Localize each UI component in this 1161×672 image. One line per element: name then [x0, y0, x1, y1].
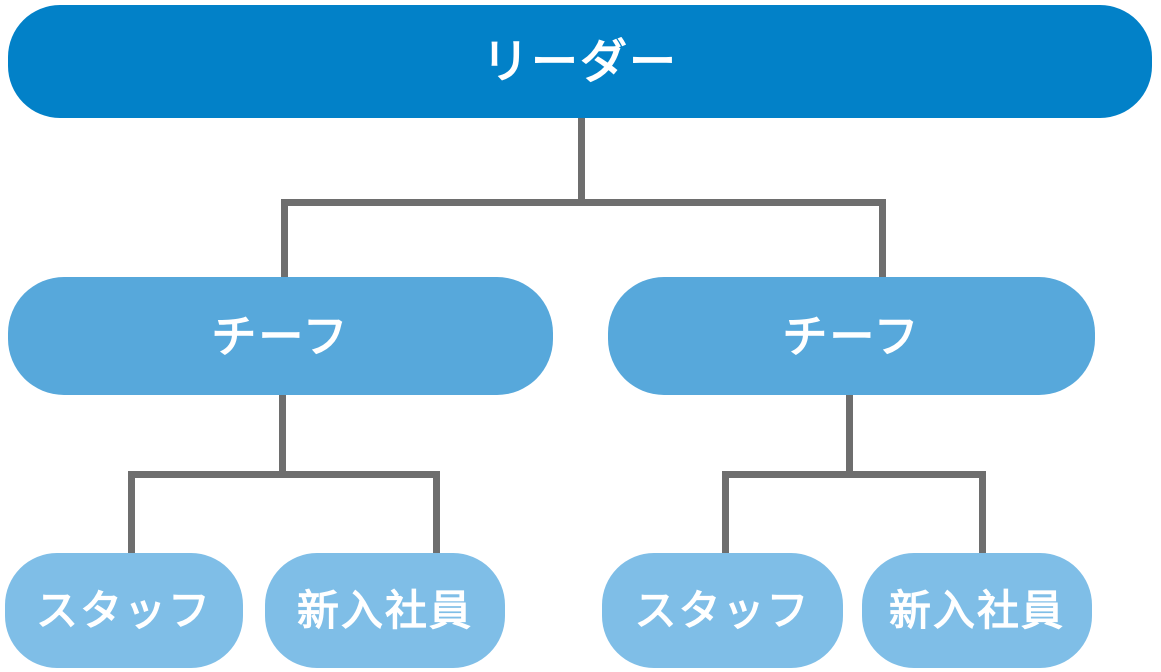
connector-left-drop-1: [128, 471, 135, 556]
connector-left-bracket: [128, 471, 440, 478]
node-chief-right: チーフ: [608, 277, 1095, 395]
connector-left-drop-2: [433, 471, 440, 556]
node-newhire-right: 新入社員: [862, 553, 1092, 668]
node-newhire-left-label: 新入社員: [296, 586, 473, 634]
node-staff-left: スタッフ: [5, 553, 243, 668]
node-chief-left: チーフ: [8, 277, 553, 395]
connector-leader-stem: [578, 118, 585, 206]
connector-right-bracket: [722, 471, 986, 478]
connector-chief-right-stem: [846, 395, 853, 478]
connector-chief-left-stem: [279, 395, 286, 478]
node-leader-label: リーダー: [482, 35, 678, 88]
node-leader: リーダー: [8, 5, 1152, 118]
node-newhire-right-label: 新入社員: [888, 586, 1065, 634]
connector-top-bracket: [281, 199, 886, 206]
node-newhire-left: 新入社員: [265, 553, 505, 668]
connector-right-drop-1: [722, 471, 729, 556]
node-chief-left-label: チーフ: [211, 310, 350, 362]
connector-right-drop-2: [979, 471, 986, 556]
node-staff-left-label: スタッフ: [35, 586, 212, 634]
bracket-fill-left: [135, 478, 433, 556]
bracket-fill-right: [729, 478, 979, 556]
node-staff-right: スタッフ: [602, 553, 843, 668]
connector-top-drop-left: [281, 199, 288, 279]
bracket-fill-top: [288, 206, 879, 279]
node-chief-right-label: チーフ: [782, 310, 921, 362]
node-staff-right-label: スタッフ: [634, 586, 811, 634]
connector-top-drop-right: [879, 199, 886, 279]
